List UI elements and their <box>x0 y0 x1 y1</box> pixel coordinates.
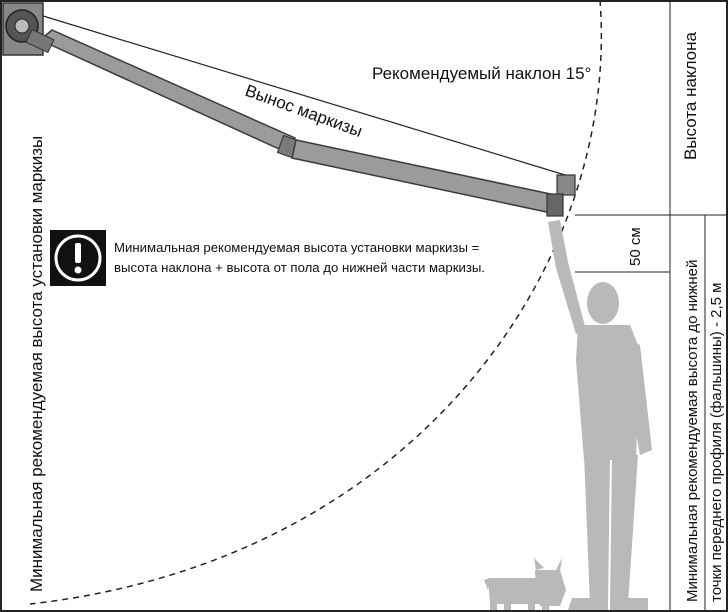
note-line-2: высота наклона + высота от пола до нижне… <box>114 260 486 275</box>
arm-shoulder-joint <box>25 28 55 54</box>
note-line-1: Минимальная рекомендуемая высота установ… <box>114 240 480 255</box>
front-profile <box>556 174 576 196</box>
note-text: Минимальная рекомендуемая высота установ… <box>114 238 486 278</box>
slope-line <box>29 11 576 179</box>
person-silhouette <box>548 220 652 610</box>
awning-arm-inner <box>38 29 296 156</box>
slope-height-label: Высота наклона <box>681 31 700 160</box>
recommended-slope-label: Рекомендуемый наклон 15° <box>372 64 591 83</box>
formula-note: Минимальная рекомендуемая высота установ… <box>50 230 486 286</box>
dog-silhouette <box>484 558 566 610</box>
front-bar-bracket <box>546 193 564 217</box>
roller-axle <box>14 18 30 34</box>
clearance-label: 50 см <box>627 227 644 266</box>
swing-arc <box>29 0 602 605</box>
awning-arm-outer <box>291 139 561 215</box>
left-vertical-label: Минимальная рекомендуемая высота установ… <box>27 136 46 592</box>
right-vertical-label-line1: Минимальная рекомендуемая высота до нижн… <box>684 260 701 602</box>
right-vertical-label-line2: точки переднего профиля (фальшины) - 2,5… <box>708 283 725 602</box>
exclamation-icon <box>50 230 106 286</box>
